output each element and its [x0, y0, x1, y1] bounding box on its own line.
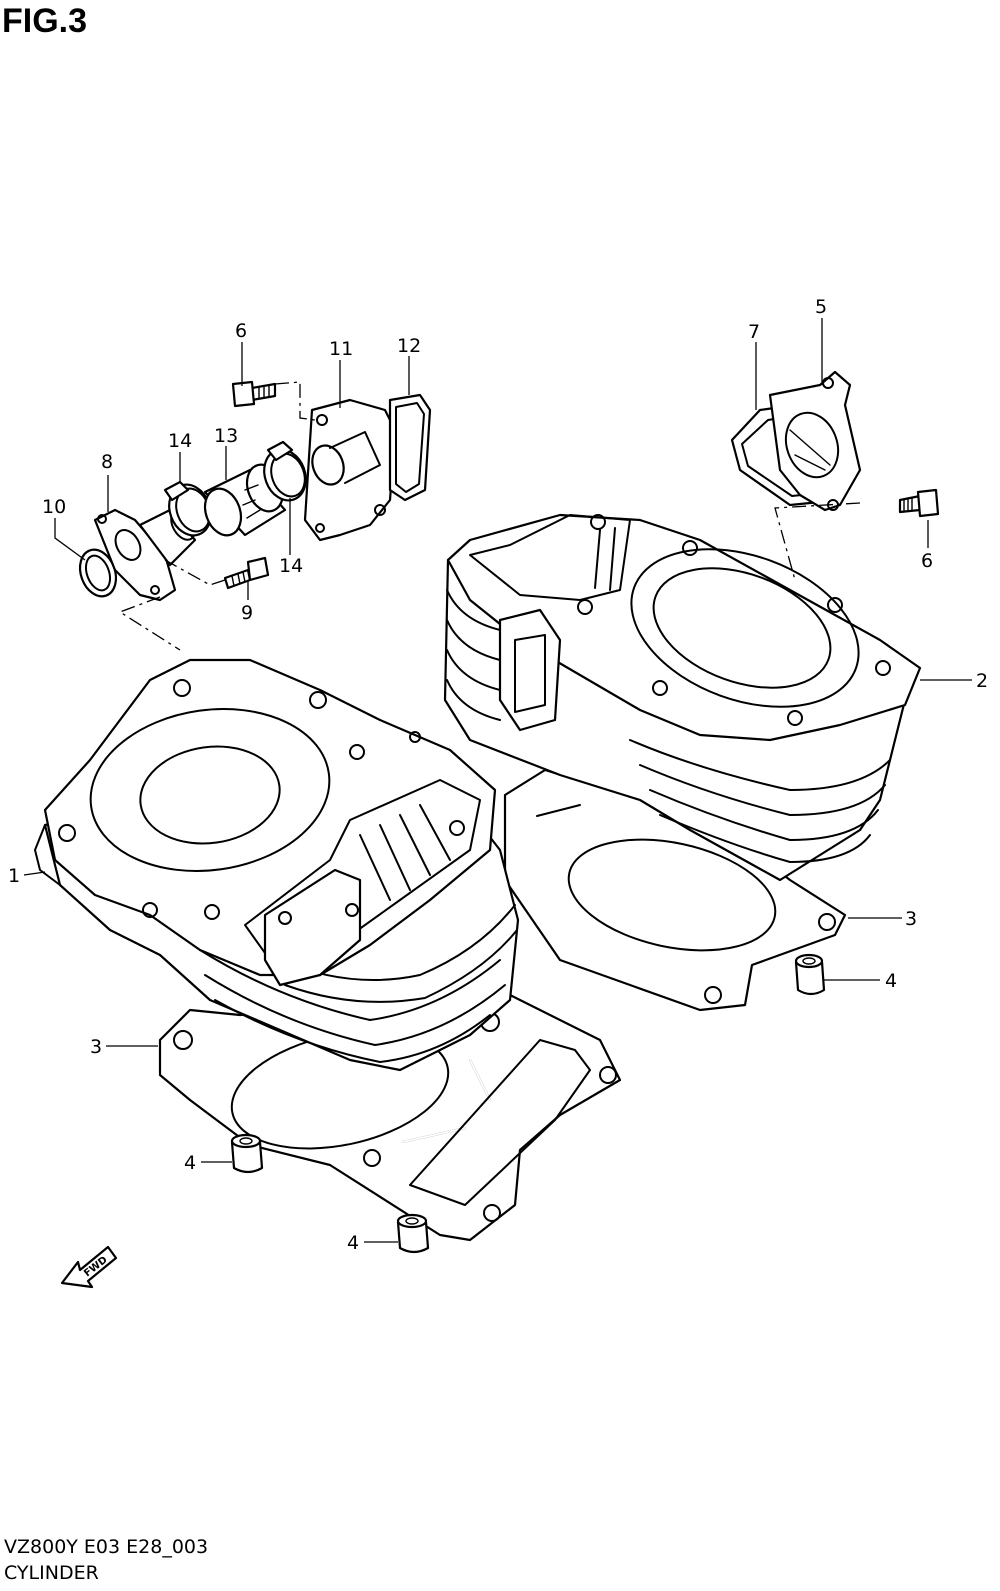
callout-4-left-lower: 4	[347, 1232, 359, 1254]
callout-7: 7	[748, 321, 760, 343]
callout-14-left: 14	[168, 430, 192, 452]
callout-numbers: 1 2 3 3 4 4 4 5 6 6 7 8 9 10 11 12 13 14…	[8, 296, 988, 1254]
callout-3-right: 3	[905, 908, 917, 930]
callout-14-right: 14	[279, 555, 303, 577]
callout-8: 8	[101, 451, 113, 473]
figure-title: FIG.3	[2, 2, 88, 40]
callout-5: 5	[815, 296, 827, 318]
callout-6-upper: 6	[235, 320, 247, 342]
rear-cylinder	[443, 513, 922, 882]
water-union	[768, 370, 862, 512]
dowel-pin-left-upper	[230, 1133, 264, 1174]
forward-direction-arrow: FWD	[60, 1245, 118, 1289]
front-cylinder	[34, 658, 520, 1072]
water-outlet-case	[303, 398, 397, 542]
callout-3-left: 3	[90, 1036, 102, 1058]
bolt-right	[898, 488, 940, 518]
diagram-caption: CYLINDER	[4, 1562, 99, 1584]
callout-4-left-upper: 4	[184, 1152, 196, 1174]
callout-13: 13	[214, 425, 238, 447]
bolt-lower-left	[223, 556, 270, 590]
callout-2: 2	[976, 670, 988, 692]
callout-10: 10	[42, 496, 66, 518]
leader-lines	[23, 318, 972, 1243]
dowel-pin-left-lower	[396, 1213, 430, 1254]
callout-11: 11	[329, 338, 353, 360]
callout-6-right: 6	[921, 550, 933, 572]
callout-1: 1	[8, 865, 20, 887]
callout-9: 9	[241, 602, 253, 624]
callout-4-right: 4	[885, 970, 897, 992]
model-code: VZ800Y E03 E28_003	[4, 1536, 209, 1558]
dowel-pin-right	[794, 953, 826, 996]
callout-12: 12	[397, 335, 421, 357]
hose-clamp-left	[163, 480, 212, 537]
bolt-upper-left	[231, 380, 277, 408]
assembly-lines	[118, 381, 861, 651]
o-ring-gasket	[388, 393, 432, 502]
hose-clamp-right	[263, 440, 307, 502]
water-inlet-pipe	[93, 508, 197, 602]
